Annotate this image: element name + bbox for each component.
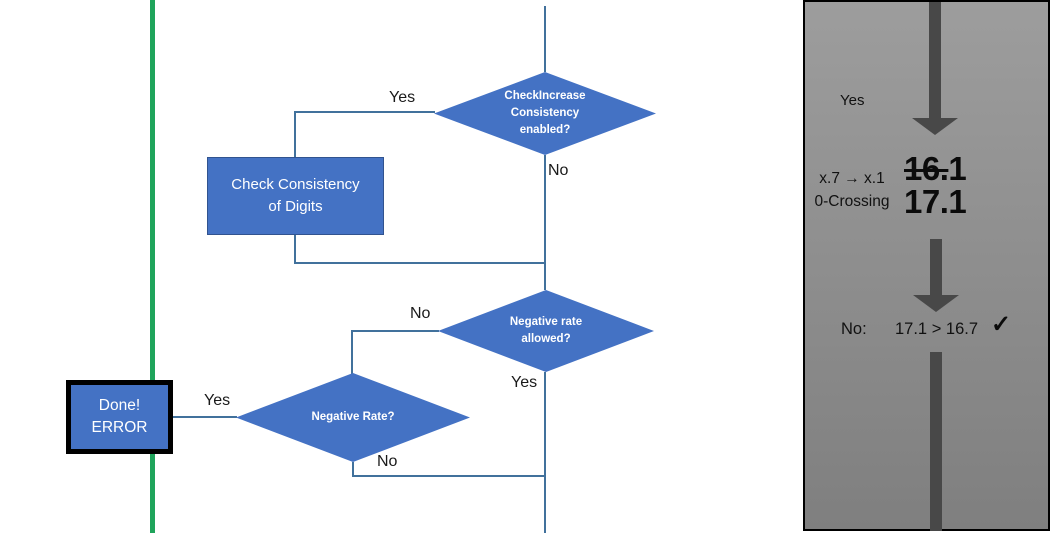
panel-result-prefix: No: (841, 320, 867, 338)
edge-label-no-mid: No (410, 305, 431, 322)
terminator-done-error-label: Done! ERROR (91, 397, 148, 436)
decision-negative-rate-allowed: Negative rate allowed? (438, 290, 654, 372)
connector-decision2-no-horizontal (352, 330, 439, 332)
checkmark-icon: ✓ (991, 311, 1012, 338)
panel-old-value: 16.1 (904, 150, 967, 187)
gray-side-panel: Yes x.7 → x.1 0-Crossing 16.1 17.1 No: 1… (803, 0, 1050, 531)
panel-new-value: 17.1 (904, 183, 967, 220)
connector-process-out-horizontal (294, 262, 545, 264)
down-arrow-1-shaft (929, 2, 941, 118)
down-arrow-2-head (913, 295, 959, 312)
decision-negative-rate-allowed-label: Negative rate allowed? (509, 316, 583, 345)
connector-decision3-no-horizontal (352, 475, 545, 477)
process-check-consistency-label: Check Consistency of Digits (231, 176, 360, 215)
down-arrow-2-shaft (930, 239, 942, 295)
panel-old-value-rest: 1 (948, 150, 967, 187)
edge-label-yes-mid: Yes (511, 374, 538, 391)
connector-decision2-no-vertical (351, 330, 353, 374)
decision-check-increase-label: CheckIncrease Consistency enabled? (504, 90, 586, 136)
decision-check-increase-consistency: CheckIncrease Consistency enabled? (434, 72, 656, 155)
green-vertical-line (150, 0, 155, 533)
connector-decision1-yes-horizontal (295, 111, 435, 113)
panel-annotation-line2: 0-Crossing (814, 193, 890, 210)
connector-decision3-yes-to-done (173, 416, 237, 418)
panel-annotation: x.7 → x.1 0-Crossing (807, 167, 897, 213)
decision-negative-rate-label: Negative Rate? (311, 411, 395, 423)
connector-decision1-no-vertical (544, 155, 546, 290)
connector-process-out-vertical (294, 235, 296, 263)
edge-label-yes-top: Yes (389, 89, 416, 106)
panel-yes-label: Yes (840, 92, 865, 109)
terminator-done-error: Done! ERROR (66, 380, 173, 454)
panel-old-value-struck: 16. (904, 150, 949, 187)
panel-annotation-line1: x.7 → x.1 (819, 170, 885, 187)
connector-decision3-no-vertical (352, 462, 354, 476)
down-arrow-1-head (912, 118, 958, 135)
connector-top-into-decision1 (544, 6, 546, 72)
edge-label-no-bottom: No (377, 453, 398, 470)
edge-label-no-top: No (548, 162, 569, 179)
down-arrow-3-shaft (930, 352, 942, 531)
process-check-consistency-of-digits: Check Consistency of Digits (207, 157, 384, 235)
panel-values: 16.1 17.1 (904, 150, 967, 220)
panel-result-comparison: 17.1 > 16.7 (895, 320, 979, 338)
edge-label-yes-done: Yes (204, 392, 231, 409)
connector-decision2-yes-vertical (544, 372, 546, 533)
decision-negative-rate: Negative Rate? (236, 373, 470, 462)
connector-decision1-yes-vertical (294, 111, 296, 157)
